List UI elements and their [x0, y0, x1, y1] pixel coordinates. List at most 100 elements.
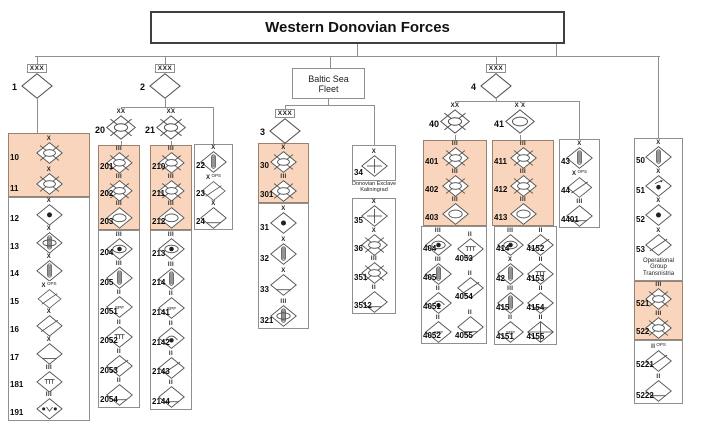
- mechanized-infantry-icon: [157, 179, 185, 202]
- unit-number: 44: [561, 186, 570, 195]
- special-forces-icon: SPF: [157, 297, 185, 320]
- mechanized-infantry-icon: [509, 175, 537, 197]
- echelon-label: III: [519, 141, 527, 147]
- support-icon: [105, 384, 133, 407]
- echelon-corps-marker: XXX: [274, 109, 296, 118]
- unit-number: 214: [152, 278, 166, 288]
- kaliningrad-label: Donovian Exclave Kaliningrad: [344, 181, 404, 193]
- connector-line: [357, 44, 358, 57]
- artillery-icon: [645, 204, 672, 227]
- mlrs-icon: [105, 267, 133, 289]
- echelon-label: II: [467, 232, 473, 239]
- unit-number: 205: [100, 277, 114, 287]
- unit-number: 4053: [455, 253, 473, 263]
- mechanized-infantry-icon: [645, 288, 672, 311]
- unit-number: 11: [10, 184, 19, 193]
- unit-number: 32: [260, 254, 269, 263]
- armor-icon: [509, 203, 537, 225]
- connector-line: [496, 99, 497, 101]
- supply-icon: [35, 315, 63, 337]
- unit-number: 51: [636, 185, 645, 195]
- unit-17: X 17: [9, 337, 89, 365]
- mechanized-infantry-icon: [157, 152, 185, 174]
- artillery-icon: [35, 204, 63, 226]
- echelon-label: X: [46, 166, 52, 173]
- chart-title: Western Donovian Forces: [265, 19, 450, 36]
- echelon-label: X: [46, 198, 52, 204]
- cross-icon: [360, 205, 388, 228]
- division-number: 41: [494, 119, 505, 129]
- unit-number: 16: [10, 324, 19, 334]
- mechanized-infantry-icon: [35, 172, 63, 195]
- connector-line: [330, 56, 331, 68]
- unit-number: 5222: [636, 391, 654, 400]
- support-icon: [456, 315, 484, 338]
- echelon-label: X: [656, 169, 661, 176]
- echelon-label: X: [656, 139, 661, 146]
- support-icon: [566, 204, 593, 227]
- corps-number: 4: [471, 82, 477, 92]
- unit-number: 412: [494, 185, 508, 194]
- unit-number: 2143: [152, 367, 170, 377]
- connector-line: [121, 107, 122, 109]
- echelon-label: III: [370, 256, 378, 263]
- echelon-label: II: [168, 320, 174, 327]
- echelon-label: X: [656, 227, 661, 234]
- echelon-label: X: [656, 198, 661, 205]
- unit-number: 212: [152, 217, 166, 227]
- supply-icon: [36, 289, 62, 309]
- connector-line: [520, 101, 521, 103]
- empty-icon: [269, 118, 301, 144]
- unit-number: 211: [152, 189, 165, 199]
- corps-number: 1: [12, 82, 18, 92]
- echelon-label: X: [281, 236, 286, 243]
- unit-number: 4154: [526, 302, 545, 312]
- unit-number: 30: [260, 161, 269, 170]
- armor-icon: [505, 109, 535, 134]
- echelon-label: X: [46, 336, 52, 343]
- echelon-label: II: [371, 284, 377, 291]
- echelon-label: III: [576, 198, 583, 205]
- echelon-label: II: [467, 309, 473, 316]
- echelon-label: III: [45, 392, 53, 399]
- connector-line: [171, 107, 172, 109]
- echelon-label: II: [116, 319, 122, 326]
- echelon-label: II: [467, 271, 473, 277]
- support-icon: [270, 273, 297, 296]
- baltic-sea-fleet-box: Baltic Sea Fleet: [292, 68, 365, 99]
- support-icon: [35, 342, 63, 365]
- mechanized-infantry-icon: [645, 316, 672, 339]
- ops-label: OPS: [656, 341, 666, 347]
- unit-number: 17: [10, 352, 19, 362]
- echelon-label: III: [451, 141, 459, 147]
- unit-number: 210: [152, 161, 166, 171]
- echelon-label: XX: [166, 109, 176, 115]
- unit-number: 50: [636, 156, 645, 166]
- mlrs-icon: [270, 242, 297, 265]
- connector-line: [455, 135, 456, 140]
- supply-icon: [645, 233, 672, 256]
- mechanized-infantry-icon: [105, 152, 133, 174]
- unit-number: 521: [636, 298, 650, 308]
- echelon-label: II: [435, 285, 441, 292]
- corps-number: 2: [140, 82, 146, 92]
